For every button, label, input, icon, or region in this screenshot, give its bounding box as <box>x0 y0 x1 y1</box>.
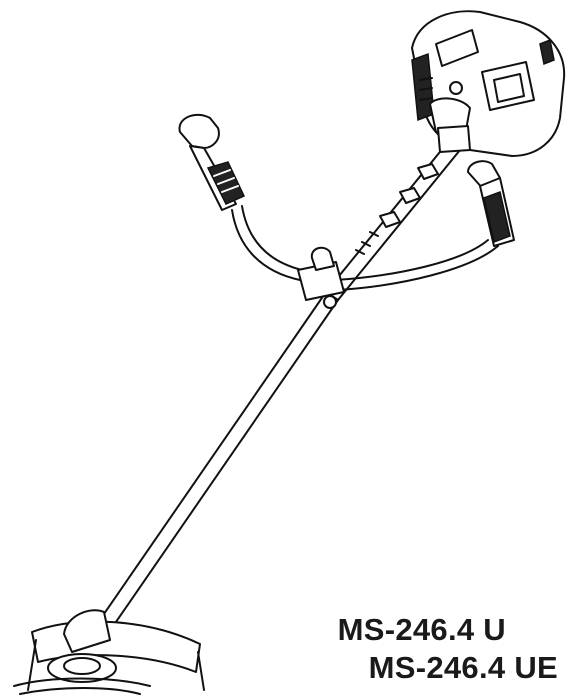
handle-clamp <box>297 246 345 309</box>
cutting-head <box>13 609 205 695</box>
handlebar <box>231 205 499 291</box>
main-shaft <box>85 141 461 649</box>
model-name-primary: MS-246.4 U <box>337 612 506 647</box>
right-grip <box>467 160 515 247</box>
model-name-secondary: MS-246.4 UE <box>368 650 558 685</box>
left-grip <box>178 113 246 211</box>
engine <box>411 10 566 157</box>
